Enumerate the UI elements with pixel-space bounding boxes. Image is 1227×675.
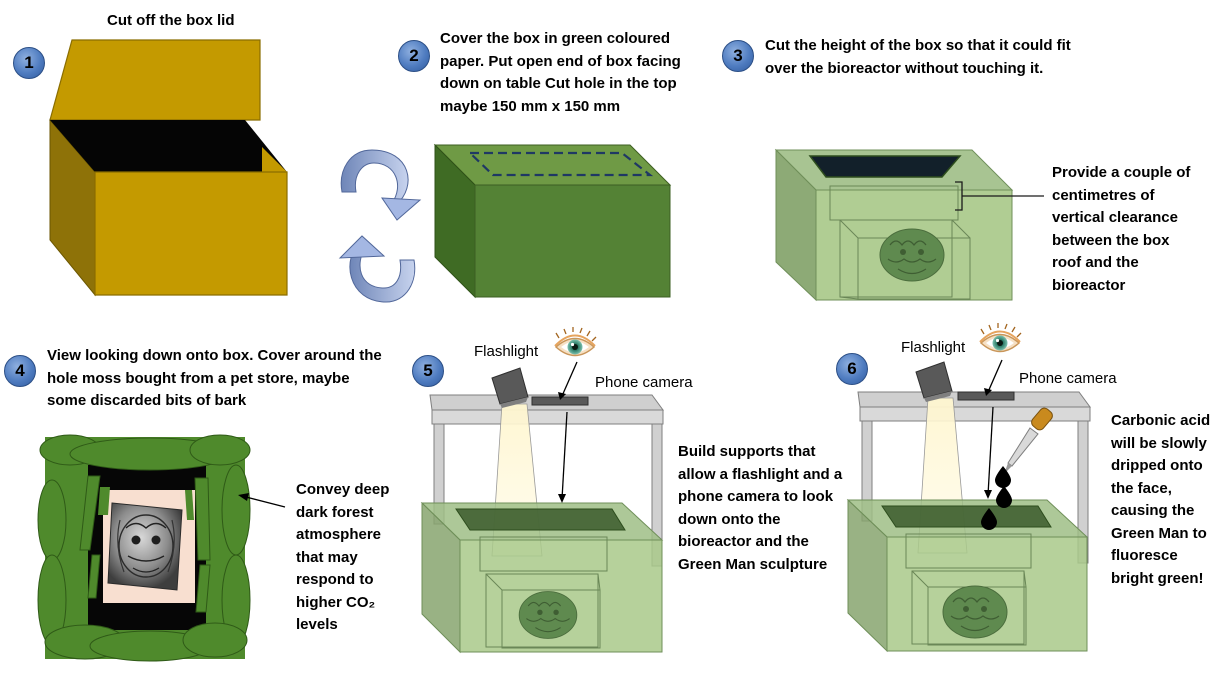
flashlight-label-6: Flashlight — [901, 339, 966, 356]
acid-drops-icon — [981, 466, 1012, 530]
step-badge-3: 3 — [722, 40, 754, 72]
forest-note: Convey deep dark forest atmosphere that … — [296, 481, 390, 633]
step-badge-5: 5 — [412, 355, 444, 387]
step-badge-6: 6 — [836, 353, 868, 385]
step-badge-1: 1 — [13, 47, 45, 79]
rotate-arrows-icon — [338, 149, 422, 303]
phone-camera-label-6: Phone camera — [1019, 370, 1117, 387]
step-6-text: Carbonic acid will be slowly dripped ont… — [1111, 412, 1211, 587]
moss-top-view — [37, 434, 251, 662]
step-2-text: Cover the box in green coloured paper. P… — [440, 30, 681, 115]
green-man-face-photo — [107, 502, 183, 591]
support-rig-5 — [420, 361, 664, 654]
eye-icon — [554, 326, 597, 357]
phone-camera-label-5: Phone camera — [595, 374, 693, 391]
eye-icon — [979, 322, 1022, 353]
bark-pieces — [98, 487, 194, 520]
step-5-text: Build supports that allow a flashlight a… — [678, 443, 843, 573]
green-covered-box — [433, 143, 672, 299]
step-badge-4: 4 — [4, 355, 36, 387]
cut-box-over-bioreactor — [774, 148, 1014, 302]
support-rig-6 — [846, 359, 1091, 653]
forest-arrow — [241, 495, 286, 508]
step-3-text: Cut the height of the box so that it cou… — [765, 37, 1071, 77]
step-4-text: View looking down onto box. Cover around… — [47, 347, 382, 409]
gold-box — [49, 39, 288, 297]
step-badge-2: 2 — [398, 40, 430, 72]
clearance-callout — [955, 181, 1044, 211]
step-1-text: Cut off the box lid — [107, 12, 235, 29]
flashlight-label-5: Flashlight — [474, 343, 539, 360]
clearance-note: Provide a couple of centimetres of verti… — [1052, 164, 1191, 294]
